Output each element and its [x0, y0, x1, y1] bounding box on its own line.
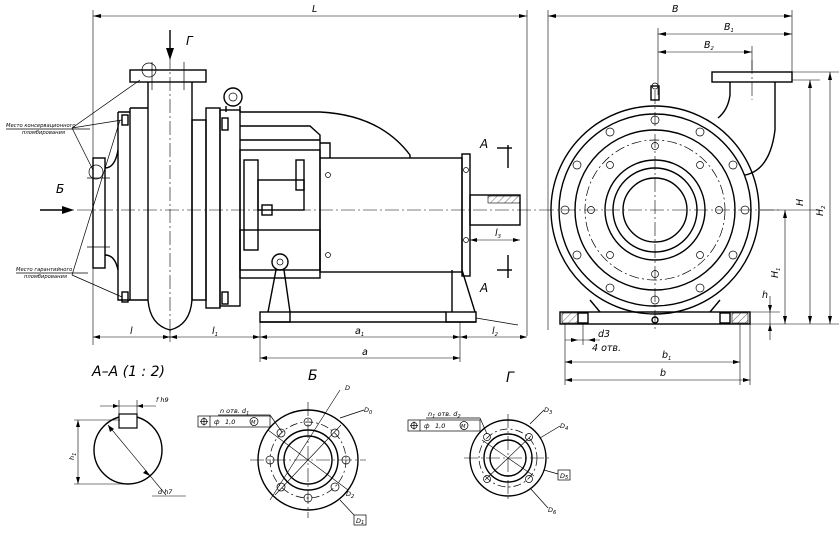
inlet-flange	[92, 157, 106, 269]
label-H1: H1	[770, 268, 782, 278]
label-D3: D3	[544, 406, 552, 416]
keyway	[118, 413, 138, 429]
warranty-seal-label: Место гарантийного	[16, 267, 72, 273]
seal-circle-top	[141, 62, 157, 78]
tol1-phi: ф	[214, 418, 220, 426]
label-L: L	[312, 4, 317, 15]
shaft-end	[469, 194, 521, 226]
lifting-eye	[223, 87, 243, 107]
view-b: Б ф 1,0 M n отв. d1 D D0 D2	[197, 368, 373, 526]
label-n1-holes-d2: n1 отв. d2	[428, 410, 461, 420]
label-h1: h1	[68, 453, 78, 460]
label-h: h	[762, 290, 768, 301]
label-d-h7: d h7	[158, 488, 173, 496]
label-f-h9: f h9	[156, 396, 169, 404]
seal-circle-left	[88, 164, 104, 180]
label-n-holes-d1: n отв. d1	[220, 407, 249, 417]
front-view: B B1 B2	[540, 4, 839, 385]
label-D2: D2	[346, 490, 354, 500]
view-arrow-g-label: Г	[186, 34, 194, 48]
inner-bolts	[587, 142, 723, 278]
label-l3: l3	[495, 228, 501, 240]
outer-bolts	[560, 115, 750, 305]
label-D6: D6	[548, 506, 557, 516]
label-D5-box: D5	[560, 472, 569, 481]
inlet-arrow-b-label: Б	[56, 182, 64, 196]
label-B1: B1	[724, 22, 734, 34]
label-a: a	[362, 347, 368, 358]
motor-body	[319, 157, 463, 273]
label-b1: b1	[662, 350, 671, 362]
section-aa: A–A (1 : 2) f h9 h1 d h7	[68, 364, 186, 497]
tol1-val: 1,0	[225, 418, 235, 426]
bracket-flange	[205, 107, 221, 309]
section-a-bottom-label: A	[479, 281, 488, 295]
tol2-val: 1,0	[435, 422, 445, 430]
label-H2: H2	[815, 206, 827, 216]
view-b-title: Б	[308, 368, 318, 384]
lower-eye	[271, 253, 289, 271]
view-g: Г ф 1,0 M n1 отв. d2 D3 D4 D5 D6	[407, 370, 571, 516]
label-l: l	[130, 326, 133, 337]
tol1-mod: M	[251, 420, 256, 426]
label-4holes: 4 отв.	[592, 343, 621, 354]
label-D: D	[345, 384, 350, 392]
view-g-title: Г	[506, 370, 515, 386]
label-B: B	[672, 4, 679, 15]
tol2-phi: ф	[424, 422, 430, 430]
label-l2: l2	[492, 326, 498, 338]
section-a-top-label: A	[479, 137, 488, 151]
label-B2: B2	[704, 40, 714, 52]
label-a1: a1	[355, 326, 364, 338]
svg-text:пломбирования: пломбирования	[24, 274, 67, 280]
label-D0: D0	[364, 406, 373, 416]
outlet-flange	[129, 69, 207, 83]
section-aa-title: A–A (1 : 2)	[91, 364, 165, 380]
side-view: L Г Б Место консе	[6, 4, 540, 362]
tol2-mod: M	[461, 424, 466, 430]
label-b: b	[660, 368, 666, 379]
front-base	[559, 311, 751, 325]
label-H: H	[795, 199, 806, 206]
label-l1: l1	[212, 326, 218, 338]
svg-text:пломбирования: пломбирования	[22, 130, 65, 136]
label-D1-box: D1	[356, 517, 364, 526]
label-d3: d3	[598, 329, 610, 340]
label-D4: D4	[560, 422, 568, 432]
conservation-seal-label: Место консервационного	[6, 123, 76, 129]
